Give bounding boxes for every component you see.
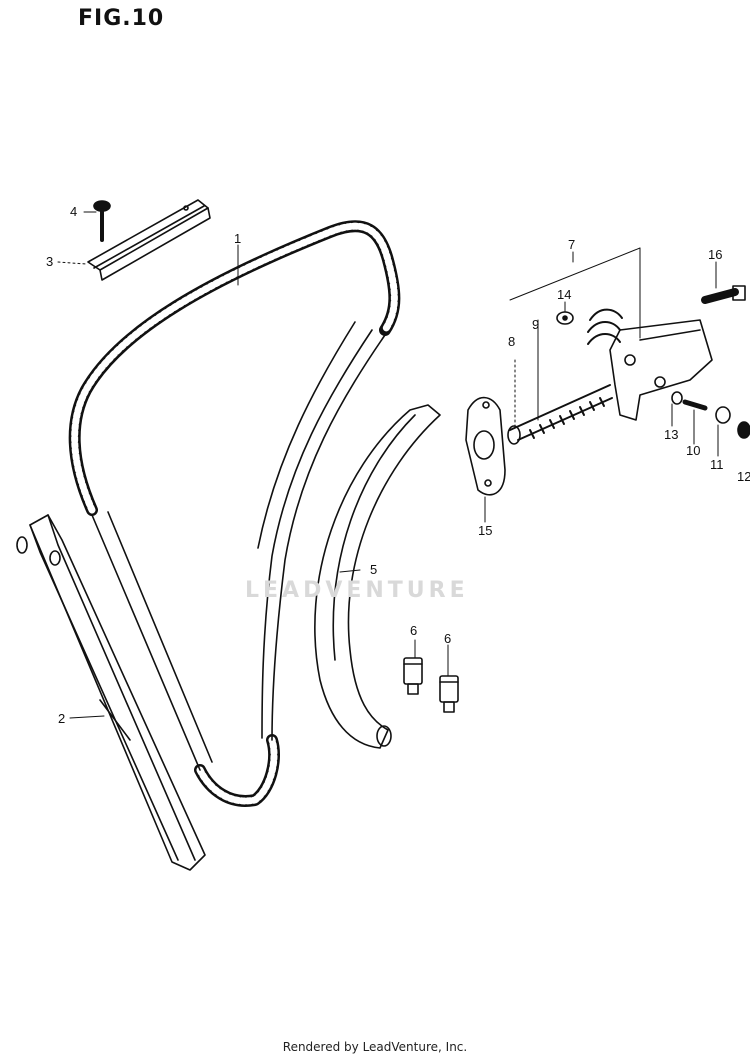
callout-13: 13 — [664, 427, 679, 442]
callout-1: 1 — [234, 231, 242, 246]
callout-2: 2 — [58, 711, 66, 726]
leader-lines — [57, 211, 719, 719]
callout-15: 15 — [478, 523, 493, 538]
footer-credit: Rendered by LeadVenture, Inc. — [282, 1040, 468, 1054]
nut-part-14 — [556, 311, 574, 325]
callout-6-left: 6 — [410, 623, 418, 638]
cam-chain-part — [68, 220, 401, 807]
callout-12: 12 — [737, 469, 750, 484]
callout-10: 10 — [686, 443, 701, 458]
damper-part-left — [403, 657, 423, 695]
tensioner-gasket-part — [465, 396, 506, 496]
callout-5: 5 — [370, 562, 378, 577]
callout-6-right: 6 — [444, 631, 452, 646]
guide-bolt-part — [93, 200, 111, 242]
tensioner-assembly-part — [507, 308, 713, 445]
callout-7: 7 — [568, 237, 576, 252]
callout-8: 8 — [508, 334, 516, 349]
callout-4: 4 — [70, 204, 78, 219]
callout-3: 3 — [46, 254, 54, 269]
upper-chain-guide-part — [87, 199, 211, 281]
figure-title: FIG.10 — [78, 6, 165, 31]
callout-16: 16 — [708, 247, 723, 262]
front-chain-guide-part — [16, 514, 206, 871]
callout-11: 11 — [710, 457, 724, 472]
callout-14: 14 — [557, 287, 572, 302]
watermark-text: LEADVENTURE — [245, 578, 469, 603]
damper-part-right — [439, 675, 459, 713]
small-parts-13-12 — [671, 391, 750, 439]
bolt-part-16 — [701, 285, 746, 304]
tensioner-guide-part — [314, 404, 441, 749]
callout-9: 9 — [532, 317, 540, 332]
